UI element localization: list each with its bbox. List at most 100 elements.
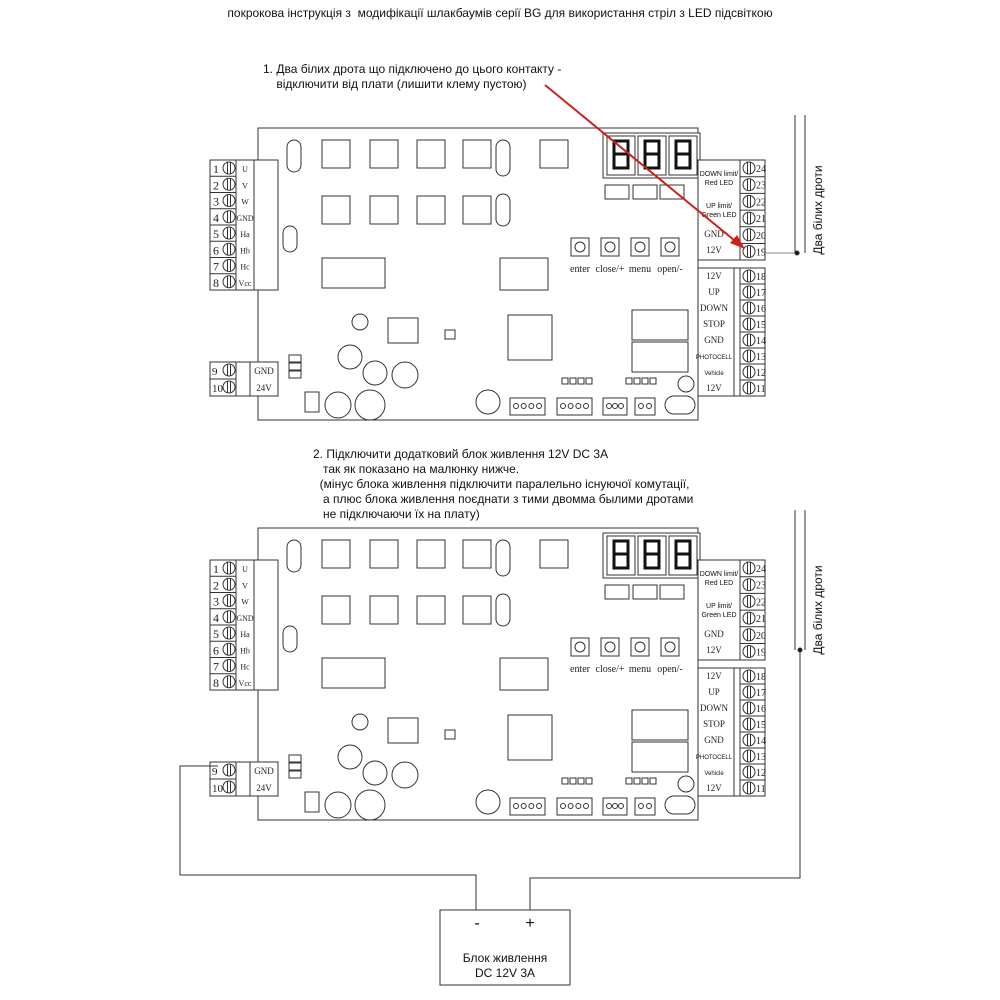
relay-large	[631, 309, 689, 341]
terminal-label: UP limit/	[706, 203, 732, 210]
header-pin	[641, 377, 649, 385]
terminal-label: GND	[704, 229, 724, 239]
component	[387, 717, 419, 744]
terminal-number: 12	[756, 768, 766, 779]
screw-terminal	[222, 675, 236, 689]
relay-large	[631, 741, 689, 773]
digit-8-glyph	[643, 139, 661, 170]
connector-pin	[575, 403, 582, 409]
header-pin	[569, 777, 577, 785]
connector	[556, 397, 593, 416]
terminal-number: 7	[213, 260, 219, 274]
capacitor	[354, 789, 386, 821]
connector-pin	[612, 803, 618, 809]
relay	[321, 539, 351, 569]
header-pin	[585, 777, 593, 785]
fuse-oval	[282, 625, 298, 653]
screw-terminal	[742, 194, 756, 208]
smd-component	[288, 770, 302, 779]
terminal-number: 18	[756, 672, 766, 683]
led-indicator	[604, 184, 630, 200]
screw-terminal	[742, 765, 756, 779]
connector-pin	[528, 403, 535, 409]
component	[387, 317, 419, 344]
terminal-number: 18	[756, 272, 766, 283]
psu-minus-label: -	[474, 915, 479, 932]
psu-plus-wire	[529, 650, 801, 910]
terminal-label: GND	[704, 735, 724, 745]
screw-terminal	[742, 685, 756, 699]
terminal-number: 24	[756, 164, 766, 175]
red-arrow	[544, 84, 741, 246]
wires-label: Два білих дроти	[811, 165, 825, 254]
relay	[369, 139, 399, 169]
connector-pin	[513, 803, 519, 809]
capacitor	[337, 344, 363, 370]
relay	[321, 139, 351, 169]
relay	[321, 595, 351, 625]
relay-large	[631, 709, 689, 741]
screw-terminal	[742, 611, 756, 625]
terminal-number: 19	[756, 248, 766, 259]
header-pin	[561, 377, 569, 385]
ic-chip	[499, 257, 549, 291]
terminal-number: 11	[756, 384, 766, 395]
ic-chip	[499, 657, 549, 691]
terminal-label: 12V	[706, 783, 722, 793]
terminal-label: Hc	[240, 663, 250, 672]
component	[444, 729, 456, 740]
terminal-label: GND	[236, 214, 254, 223]
terminal-number: 24	[756, 564, 766, 575]
fuse-oval	[286, 539, 302, 573]
terminal-label: Hb	[240, 646, 250, 655]
header-pin	[569, 377, 577, 385]
terminal-number: 17	[756, 288, 766, 299]
screw-terminal	[742, 561, 756, 575]
connector-pin	[612, 403, 618, 409]
screw-terminal	[222, 610, 236, 624]
screw-terminal	[742, 781, 756, 795]
screw-terminal	[742, 733, 756, 747]
connector-pin	[560, 803, 566, 809]
screw-terminal	[742, 578, 756, 592]
screw-terminal	[742, 701, 756, 715]
screw-terminal	[222, 642, 236, 656]
ic-chip	[321, 257, 386, 289]
terminal-label: 24V	[256, 783, 272, 793]
screw-terminal	[222, 226, 236, 240]
terminal-number: 2	[213, 578, 219, 592]
terminal-number: 10	[212, 383, 224, 395]
terminal-label: GND	[704, 335, 724, 345]
led-indicator	[604, 584, 630, 600]
header-pin	[585, 377, 593, 385]
terminal-label: W	[241, 198, 249, 207]
terminal-label: UP limit/	[706, 603, 732, 610]
connector	[634, 397, 656, 416]
oval-component	[664, 795, 696, 815]
terminal-label: Green LED	[701, 612, 736, 619]
relay-large	[631, 341, 689, 373]
terminal-number: 3	[213, 595, 219, 609]
terminal-number: 6	[213, 243, 219, 257]
step2-line2: так як показано на малюнку нижче.	[313, 462, 520, 476]
screw-terminal	[222, 659, 236, 672]
digit-8-glyph	[643, 539, 661, 570]
fuse-oval	[282, 225, 298, 253]
led-indicator	[632, 584, 658, 600]
relay	[462, 595, 492, 625]
terminal-label: Ha	[240, 630, 250, 639]
screw-terminal	[742, 178, 756, 192]
connector-pin	[520, 803, 527, 809]
psu-spec: DC 12V 3A	[475, 966, 535, 980]
terminal-number: 22	[756, 597, 766, 608]
led-indicator	[659, 584, 685, 600]
component	[304, 791, 320, 813]
terminal-number: 5	[213, 627, 219, 641]
terminal-label: Ha	[240, 230, 250, 239]
wires-label: Два білих дроти	[811, 565, 825, 654]
connector-pin	[606, 803, 612, 809]
header-pin	[625, 777, 633, 785]
smd-component	[288, 762, 302, 771]
screw-terminal	[742, 365, 756, 379]
terminal-number: 9	[212, 766, 218, 778]
